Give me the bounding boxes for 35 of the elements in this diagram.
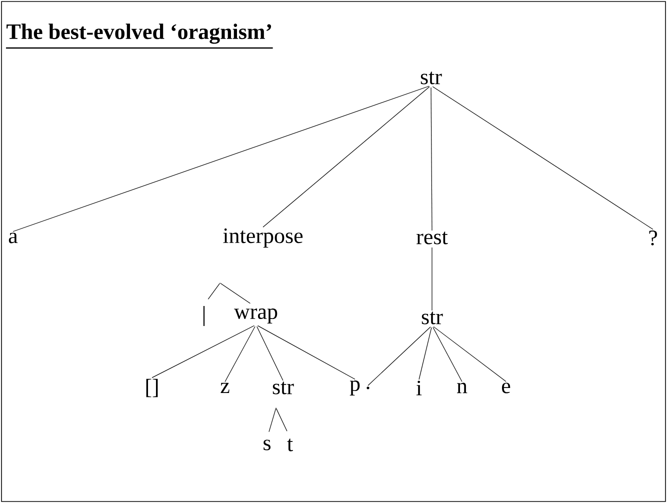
tree-label: i — [416, 380, 422, 396]
tree-label: wrap — [234, 308, 278, 324]
tree-label: rest — [416, 232, 448, 244]
tree-label: interpose — [223, 228, 303, 248]
tree-branch — [430, 87, 432, 231]
tree-branch — [432, 86, 654, 230]
tree-branch — [433, 326, 506, 382]
tree-label: str — [422, 312, 443, 324]
tree-branch — [432, 326, 462, 382]
hat-branch — [268, 408, 276, 432]
tree-branch — [12, 86, 430, 232]
hat-branch — [220, 282, 250, 304]
tree-label: [] — [146, 378, 158, 398]
title: The best-evolved ‘oragnism’ — [6, 24, 272, 44]
hat-branch — [208, 283, 220, 300]
tree-label: str — [420, 72, 442, 84]
tree-label: a — [8, 232, 18, 244]
tree-label: n — [457, 382, 468, 394]
tree-branch — [418, 327, 432, 380]
tree-label: p — [350, 380, 360, 396]
tree-branch — [152, 325, 255, 378]
tree-branch — [262, 86, 430, 228]
tree-branch — [256, 326, 284, 381]
tree-label: . — [366, 386, 370, 390]
tree-label: s — [264, 440, 270, 450]
hat-branch — [276, 408, 288, 432]
tree-branch — [257, 325, 356, 380]
tree-label: z — [220, 382, 230, 394]
tree-label: str — [272, 382, 294, 394]
tree-label: | — [203, 306, 205, 326]
tree-label: e — [502, 382, 510, 394]
tree-branch — [368, 326, 431, 386]
tree-label: t — [287, 438, 293, 452]
tree-branch — [224, 326, 256, 382]
tree-label: ? — [649, 230, 657, 246]
